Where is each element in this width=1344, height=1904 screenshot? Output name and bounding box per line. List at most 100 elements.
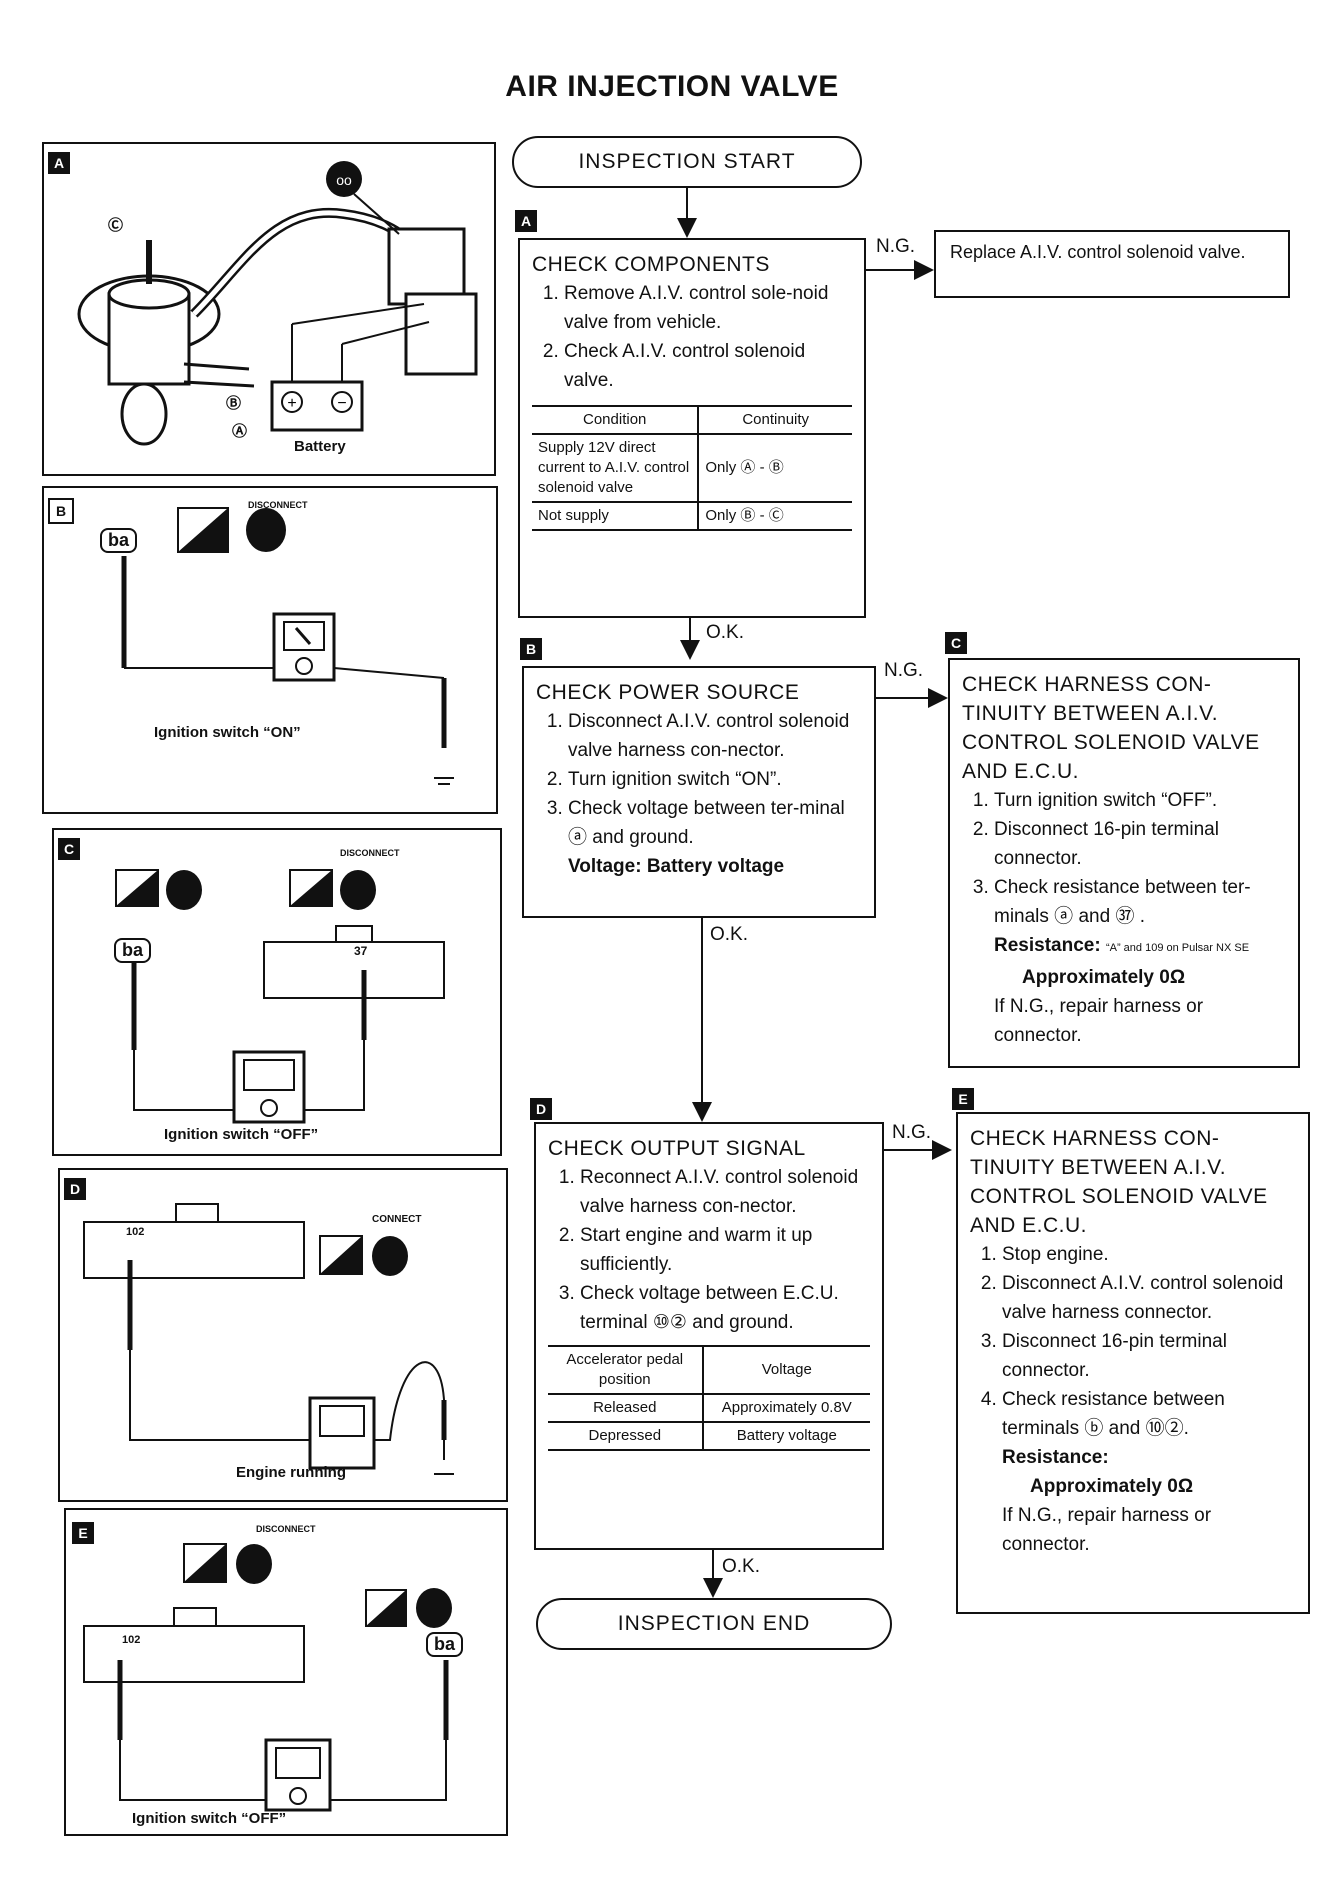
step-c-item: Turn ignition switch “OFF”.: [994, 786, 1286, 815]
step-b-voltage: Voltage: Battery voltage: [568, 856, 785, 877]
table-header: Condition: [532, 405, 699, 434]
step-c-item: Check resistance between ter-minals ⓐ an…: [994, 873, 1286, 931]
ok-label: O.K.: [706, 622, 745, 643]
table-cell: Not supply: [532, 501, 699, 531]
step-c-repair: If N.G., repair harness or connector.: [994, 996, 1204, 1046]
illustration-a-tag: A: [48, 152, 70, 174]
step-e-items: Stop engine. Disconnect A.I.V. control s…: [970, 1240, 1296, 1443]
replace-valve-text: Replace A.I.V. control solenoid valve.: [950, 242, 1246, 262]
step-c-resistance-note: “A” and 109 on Pulsar NX SE: [1105, 942, 1250, 954]
step-e-tag: E: [952, 1088, 974, 1110]
disconnect-label: DISCONNECT: [340, 848, 400, 858]
illustration-b: B ba DISCONNECT Ignition switch “ON”: [42, 486, 498, 814]
step-e-repair: If N.G., repair harness or connector.: [1002, 1505, 1212, 1555]
step-d-item: Start engine and warm it up sufficiently…: [580, 1221, 870, 1279]
connector-label: ba: [100, 528, 138, 553]
illustration-e-caption: Ignition switch “OFF”: [132, 1810, 287, 1827]
step-e-item: Disconnect 16-pin terminal connector.: [1002, 1327, 1296, 1385]
illustration-d-tag: D: [64, 1178, 86, 1200]
step-b-tag: B: [520, 638, 542, 660]
step-e-resistance-label: Resistance:: [1002, 1447, 1109, 1468]
illustration-b-tag: B: [48, 498, 74, 524]
illustration-d: D CONNECT 102 Engine running: [58, 1168, 508, 1502]
solenoid-valve-drawing: oo + −: [77, 161, 478, 446]
table-header: Voltage: [701, 1345, 870, 1394]
step-c-items: Turn ignition switch “OFF”. Disconnect 1…: [962, 786, 1286, 931]
step-a-heading: CHECK COMPONENTS: [532, 253, 770, 276]
table-cell: Released: [548, 1393, 703, 1422]
pin-102-label: 102: [122, 1634, 141, 1646]
illustration-e-tag: E: [72, 1522, 94, 1544]
step-b-items: Disconnect A.I.V. control solenoid valve…: [536, 707, 862, 852]
step-c-box: CHECK HARNESS CON-TINUITY BETWEEN A.I.V.…: [948, 658, 1300, 1068]
label-a: Ⓐ: [232, 423, 248, 440]
voltmeter-drawing: [121, 507, 454, 785]
ng-label: N.G.: [876, 236, 916, 257]
inspection-end: INSPECTION END: [536, 1598, 892, 1650]
connect-label: CONNECT: [372, 1214, 422, 1225]
step-d-item: Check voltage between E.C.U. terminal ⑩②…: [580, 1279, 870, 1337]
harness-continuity-drawing: [83, 1543, 452, 1812]
table-cell: Battery voltage: [701, 1421, 870, 1451]
step-b-box: CHECK POWER SOURCE Disconnect A.I.V. con…: [522, 666, 876, 918]
page-title: AIR INJECTION VALVE: [505, 70, 839, 103]
step-e-resistance-value: Approximately 0Ω: [1030, 1476, 1194, 1497]
step-c-item: Disconnect 16-pin terminal connector.: [994, 815, 1286, 873]
step-e-heading: CHECK HARNESS CON-TINUITY BETWEEN A.I.V.…: [970, 1127, 1268, 1237]
replace-valve-box: Replace A.I.V. control solenoid valve.: [934, 230, 1290, 298]
continuity-tester-drawing: [115, 869, 445, 1124]
step-b-heading: CHECK POWER SOURCE: [536, 681, 800, 704]
step-e-item: Disconnect A.I.V. control solenoid valve…: [1002, 1269, 1296, 1327]
illustration-c-tag: C: [58, 838, 80, 860]
table-cell: Approximately 0.8V: [701, 1393, 870, 1422]
illustration-a: A oo + − Ⓒ Ⓑ Ⓐ Battery: [42, 142, 496, 476]
inspection-start: INSPECTION START: [512, 136, 862, 188]
step-d-tag: D: [530, 1098, 552, 1120]
step-b-item: Check voltage between ter-minal ⓐ and gr…: [568, 794, 862, 852]
step-a-tag: A: [515, 210, 537, 232]
output-signal-drawing: [83, 1203, 454, 1475]
svg-text:oo: oo: [336, 172, 352, 188]
step-a-table: Condition Continuity Supply 12V direct c…: [532, 405, 852, 531]
step-d-items: Reconnect A.I.V. control solenoid valve …: [548, 1163, 870, 1337]
step-a-box: CHECK COMPONENTS Remove A.I.V. control s…: [518, 238, 866, 618]
table-cell: Only Ⓐ - Ⓑ: [697, 433, 852, 502]
step-b-item: Disconnect A.I.V. control solenoid valve…: [568, 707, 862, 765]
step-a-item: Check A.I.V. control solenoid valve.: [564, 337, 852, 395]
label-c: Ⓒ: [108, 217, 124, 234]
step-a-items: Remove A.I.V. control sole-noid valve fr…: [532, 279, 852, 395]
pin-102-label: 102: [126, 1226, 145, 1238]
step-d-item: Reconnect A.I.V. control solenoid valve …: [580, 1163, 870, 1221]
step-c-heading: CHECK HARNESS CON-TINUITY BETWEEN A.I.V.…: [962, 673, 1260, 783]
connector-label: ba: [426, 1632, 464, 1657]
step-c-tag: C: [945, 632, 967, 654]
ng-label: N.G.: [884, 660, 924, 681]
ng-label: N.G.: [892, 1122, 932, 1143]
step-e-item: Stop engine.: [1002, 1240, 1296, 1269]
step-c-resistance-label: Resistance:: [994, 935, 1101, 956]
disconnect-label: DISCONNECT: [248, 500, 308, 510]
table-header: Accelerator pedal position: [548, 1345, 703, 1394]
ok-label: O.K.: [710, 924, 749, 945]
disconnect-label: DISCONNECT: [256, 1524, 316, 1534]
step-a-item: Remove A.I.V. control sole-noid valve fr…: [564, 279, 852, 337]
illustration-e: E ba DISCONNECT 102 Ignition switch “OFF…: [64, 1508, 508, 1836]
step-d-box: CHECK OUTPUT SIGNAL Reconnect A.I.V. con…: [534, 1122, 884, 1550]
step-d-table: Accelerator pedal position Voltage Relea…: [548, 1345, 870, 1451]
illustration-b-caption: Ignition switch “ON”: [154, 724, 301, 741]
table-cell: Only Ⓑ - Ⓒ: [697, 501, 852, 531]
table-cell: Supply 12V direct current to A.I.V. cont…: [532, 433, 699, 502]
illustration-c: C ba DISCONNECT 37 Ignition switch “OFF”: [52, 828, 502, 1156]
pin-37-label: 37: [354, 944, 368, 958]
svg-text:+: +: [287, 395, 296, 412]
step-b-item: Turn ignition switch “ON”.: [568, 765, 862, 794]
battery-label: Battery: [294, 438, 346, 455]
step-e-item: Check resistance between terminals ⓑ and…: [1002, 1385, 1296, 1443]
table-cell: Depressed: [548, 1421, 703, 1451]
step-c-resistance-value: Approximately 0Ω: [1022, 967, 1186, 988]
illustration-d-caption: Engine running: [236, 1464, 346, 1481]
ok-label: O.K.: [722, 1556, 761, 1577]
label-b: Ⓑ: [226, 395, 242, 412]
table-header: Continuity: [697, 405, 852, 434]
